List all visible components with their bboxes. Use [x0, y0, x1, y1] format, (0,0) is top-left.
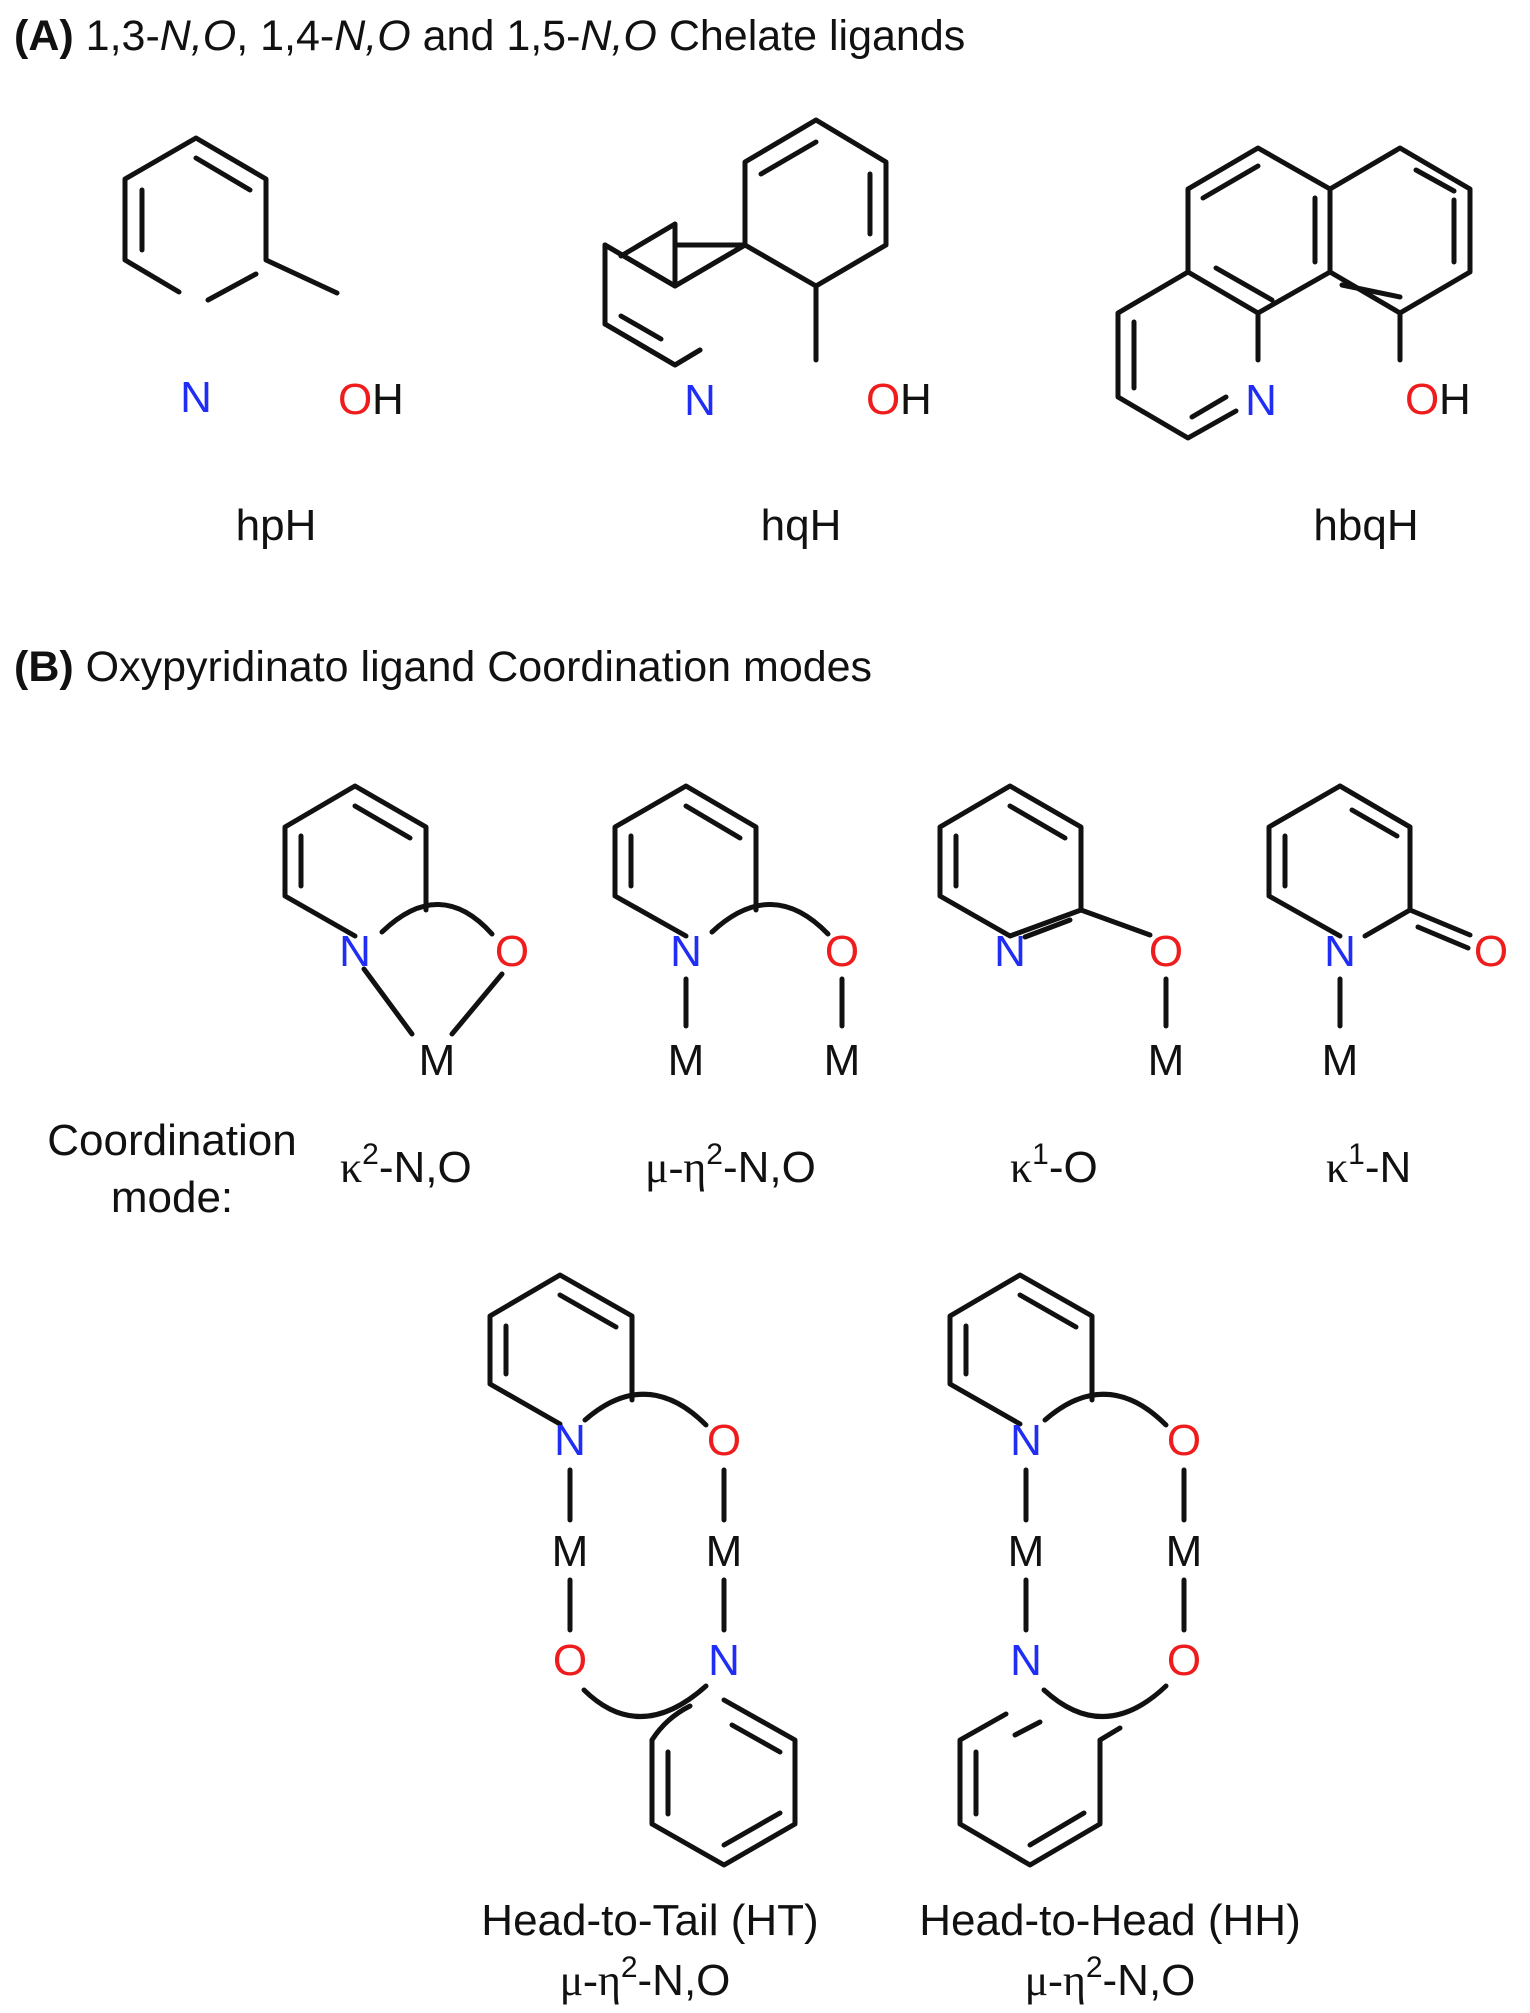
coordination-mode-label-line1: Coordination [47, 1116, 297, 1165]
hqh-structure: N O H [602, 117, 932, 425]
hbqh-structure: N O H [1115, 145, 1473, 441]
hh-dimer-structure: N O M M N O [947, 1272, 1203, 1868]
ht-dimer-structure: N O M M O N [487, 1272, 798, 1868]
mode-mu-metal-o: M [824, 1036, 861, 1085]
hqh-nitrogen-atom: N [684, 376, 716, 425]
hbqh-hydroxyl-o: O [1405, 375, 1439, 424]
hh-metal-left: M [1008, 1527, 1045, 1576]
hph-nitrogen-atom: N [180, 373, 212, 422]
hph-hydroxyl-o: O [338, 375, 372, 424]
hh-metal-right: M [1166, 1527, 1203, 1576]
coordination-mode-label-line2: mode: [111, 1173, 233, 1222]
ht-bottom-nitrogen: N [708, 1636, 740, 1685]
mode-k1n-metal: M [1322, 1036, 1359, 1085]
ht-title: Head-to-Tail (HT) [481, 1896, 818, 1945]
section-a-heading: (A) 1,3-N,O, 1,4-N,O and 1,5-N,O Chelate… [14, 12, 965, 60]
ht-metal-left: M [552, 1527, 589, 1576]
hh-top-nitrogen: N [1010, 1416, 1042, 1465]
mode-k1n-nitrogen: N [1324, 927, 1356, 976]
ht-mode-label: μ-η2-N,O [560, 1951, 731, 2005]
mode-mu-label: μ-η2-N,O [645, 1138, 816, 1192]
mode-k2-metal: M [419, 1036, 456, 1085]
hbqh-hydroxyl-h: H [1439, 375, 1471, 424]
hh-bottom-oxygen: O [1167, 1636, 1201, 1685]
hh-bottom-nitrogen: N [1010, 1636, 1042, 1685]
ht-bottom-oxygen: O [553, 1636, 587, 1685]
mode-k1n-label: κ1-N [1326, 1138, 1411, 1192]
mode-mu-structure: N O M M [612, 783, 861, 1085]
mode-k2-oxygen: O [495, 927, 529, 976]
hbqh-nitrogen-atom: N [1245, 376, 1277, 425]
mode-k1o-label: κ1-O [1010, 1138, 1098, 1192]
hqh-hydroxyl-o: O [866, 375, 900, 424]
hph-label: hpH [236, 501, 317, 550]
mode-k1o-structure: N O M [937, 783, 1185, 1085]
ht-metal-right: M [706, 1527, 743, 1576]
mode-k2-structure: N O M [282, 783, 529, 1085]
section-b-heading: (B) Oxypyridinato ligand Coordination mo… [14, 643, 872, 691]
mode-k1o-nitrogen: N [994, 927, 1026, 976]
ht-top-nitrogen: N [554, 1416, 586, 1465]
mode-mu-oxygen: O [825, 927, 859, 976]
hqh-label: hqH [761, 501, 842, 550]
hh-mode-label: μ-η2-N,O [1025, 1951, 1196, 2005]
mode-k1o-metal: M [1148, 1036, 1185, 1085]
mode-mu-metal-n: M [668, 1036, 705, 1085]
ht-top-oxygen: O [707, 1416, 741, 1465]
mode-k2-nitrogen: N [339, 927, 371, 976]
mode-mu-nitrogen: N [670, 927, 702, 976]
hph-hydroxyl-h: H [372, 375, 404, 424]
hqh-hydroxyl-h: H [900, 375, 932, 424]
hbqh-label: hbqH [1313, 501, 1418, 550]
mode-k1n-structure: N O M [1266, 783, 1508, 1085]
hph-structure: N O H [122, 135, 404, 424]
hh-top-oxygen: O [1167, 1416, 1201, 1465]
mode-k1o-oxygen: O [1149, 927, 1183, 976]
mode-k2-label: κ2-N,O [340, 1138, 472, 1192]
hh-title: Head-to-Head (HH) [919, 1896, 1300, 1945]
mode-k1n-oxygen: O [1474, 927, 1508, 976]
